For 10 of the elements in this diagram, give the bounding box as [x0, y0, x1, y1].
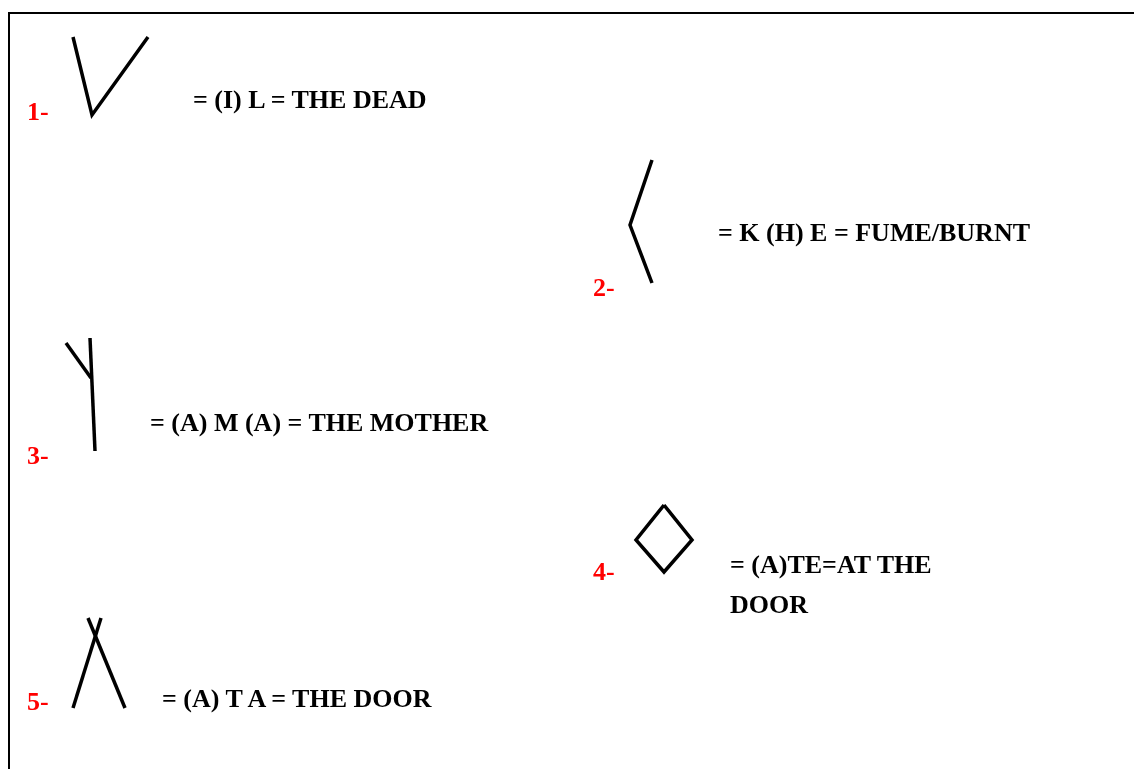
symbol-meaning: = (I) L = THE DEAD	[193, 84, 427, 116]
item-number: 2-	[593, 272, 615, 304]
item-number: 3-	[27, 440, 49, 472]
symbol-meaning: = (A) M (A) = THE MOTHER	[150, 407, 489, 439]
item-number: 1-	[27, 96, 49, 128]
item-number: 4-	[593, 556, 615, 588]
item-number: 5-	[27, 686, 49, 718]
symbol-meaning: = (A) T A = THE DOOR	[162, 683, 432, 715]
symbol-meaning: = K (H) E = FUME/BURNT	[718, 217, 1030, 249]
symbol-meaning: = (A)TE=AT THE DOOR	[730, 549, 933, 621]
